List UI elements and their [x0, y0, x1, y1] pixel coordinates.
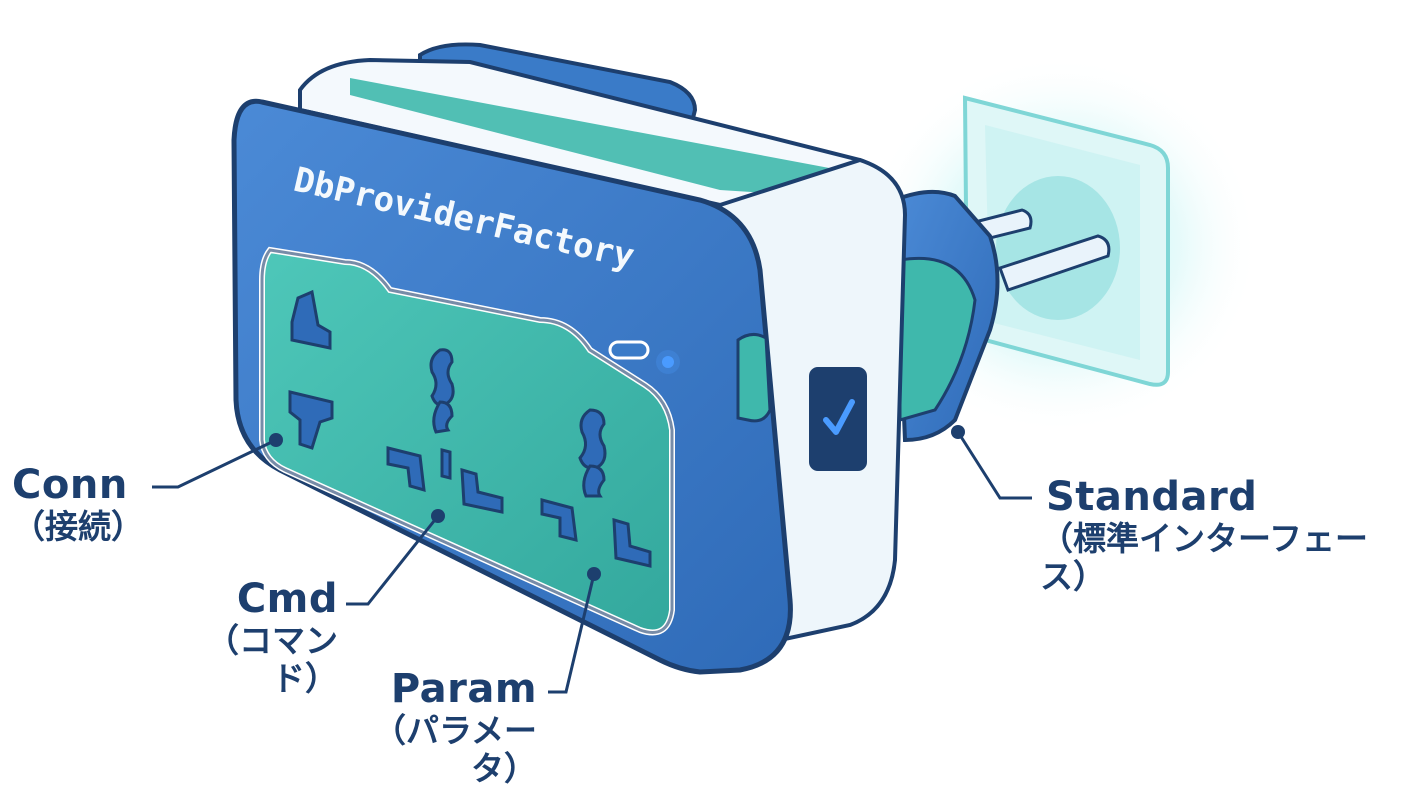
check-icon [823, 399, 855, 435]
conn-dot [269, 433, 283, 447]
plug-body [892, 189, 1000, 443]
callout-cmd-title: Cmd [236, 576, 338, 622]
outlet-holes [288, 289, 652, 568]
standard-dot [951, 425, 965, 439]
led-indicator-icon [662, 356, 674, 368]
side-switch [736, 333, 772, 423]
callout-param-subtitle: （パラメータ） [372, 711, 537, 788]
leader-lines [152, 431, 1032, 694]
cmd-dot [431, 509, 445, 523]
callout-standard: Standard （標準インターフェース） [1040, 474, 1408, 596]
top-band-accent [350, 78, 880, 200]
adapter-illustration: DbProviderFactory [152, 42, 1260, 694]
adapter-diagram: DbProviderFactory Conn （接続） Cmd （コマンド） P… [12, 42, 1408, 787]
callout-cmd-subtitle: （コマンド） [206, 621, 338, 698]
status-slot [608, 340, 650, 360]
callout-param-title: Param [390, 666, 537, 712]
callout-param: Param （パラメータ） [352, 666, 537, 788]
callout-standard-subtitle: （標準インターフェース） [1040, 519, 1369, 596]
param-dot [587, 567, 601, 581]
callout-cmd: Cmd （コマンド） [168, 576, 338, 698]
callout-conn-title: Conn [12, 462, 128, 508]
check-badge [809, 367, 867, 471]
callout-standard-title: Standard [1046, 474, 1258, 520]
callout-conn: Conn （接続） [12, 462, 144, 546]
callout-conn-subtitle: （接続） [12, 507, 144, 546]
